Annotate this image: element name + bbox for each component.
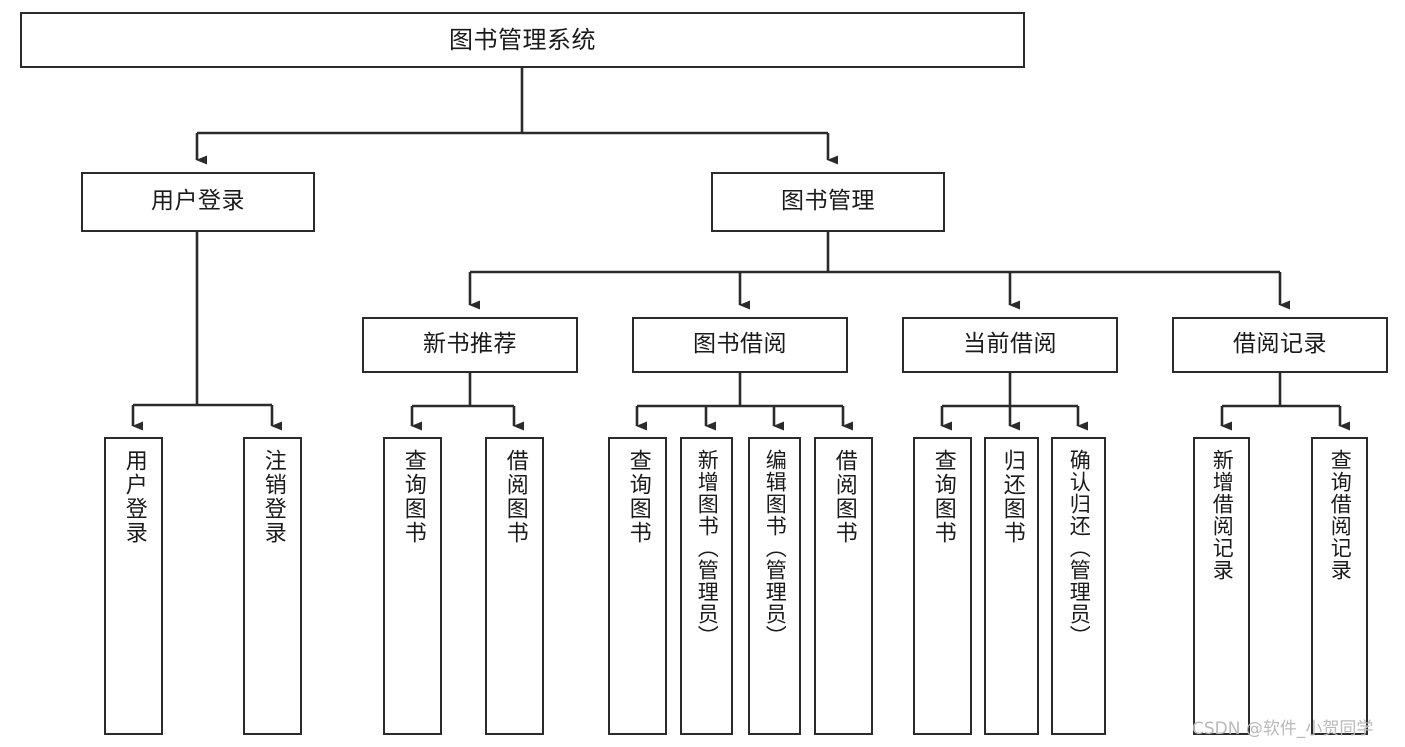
node-leaf-query-book-borrow[interactable]: 查询图书 <box>608 437 667 735</box>
node-leaf-return-book[interactable]: 归还图书 <box>984 437 1039 735</box>
node-label: 查询图书 <box>625 449 651 545</box>
node-label: 借阅记录 <box>1233 331 1327 358</box>
node-leaf-user-login[interactable]: 用户登录 <box>104 437 163 735</box>
node-leaf-borrow-book-recommend[interactable]: 借阅图书 <box>485 437 544 735</box>
node-leaf-query-borrow-record[interactable]: 查询借阅记录 <box>1311 437 1368 735</box>
node-leaf-query-book-recommend[interactable]: 查询图书 <box>383 437 442 735</box>
node-leaf-confirm-return-admin[interactable]: 确认归还（管理员） <box>1051 437 1106 735</box>
node-new-book-recommend[interactable]: 新书推荐 <box>362 317 578 373</box>
node-label: 用户登录 <box>121 449 147 545</box>
node-label: 归还图书 <box>999 449 1025 545</box>
node-leaf-add-book-admin[interactable]: 新增图书（管理员） <box>680 437 733 735</box>
node-label: 查询借阅记录 <box>1328 449 1353 581</box>
node-label: 新增图书（管理员） <box>695 449 720 647</box>
node-borrow-record[interactable]: 借阅记录 <box>1172 317 1388 373</box>
node-label: 查询图书 <box>930 449 956 545</box>
node-label: 新增借阅记录 <box>1210 449 1235 581</box>
node-label: 图书借阅 <box>693 331 787 358</box>
node-label: 图书管理系统 <box>449 25 596 54</box>
node-label: 注销登录 <box>260 449 286 545</box>
node-leaf-logout[interactable]: 注销登录 <box>243 437 302 735</box>
node-label: 编辑图书（管理员） <box>763 449 788 647</box>
node-current-borrow[interactable]: 当前借阅 <box>902 317 1118 373</box>
node-leaf-edit-book-admin[interactable]: 编辑图书（管理员） <box>748 437 801 735</box>
node-label: 图书管理 <box>781 188 875 215</box>
node-label: 新书推荐 <box>423 331 517 358</box>
node-leaf-query-book-current[interactable]: 查询图书 <box>913 437 972 735</box>
csdn-watermark: CSDN @软件_小贺同学 <box>1192 719 1374 739</box>
node-label: 借阅图书 <box>502 449 528 545</box>
node-label: 用户登录 <box>151 188 245 215</box>
node-book-borrow[interactable]: 图书借阅 <box>632 317 848 373</box>
node-user-login[interactable]: 用户登录 <box>81 172 315 232</box>
node-label: 当前借阅 <box>963 331 1057 358</box>
node-leaf-add-borrow-record[interactable]: 新增借阅记录 <box>1193 437 1250 735</box>
node-label: 查询图书 <box>400 449 426 545</box>
node-label: 借阅图书 <box>831 449 857 545</box>
node-book-management[interactable]: 图书管理 <box>711 172 945 232</box>
node-root-book-management-system[interactable]: 图书管理系统 <box>20 12 1025 68</box>
node-leaf-borrow-book[interactable]: 借阅图书 <box>814 437 873 735</box>
node-label: 确认归还（管理员） <box>1067 449 1092 647</box>
